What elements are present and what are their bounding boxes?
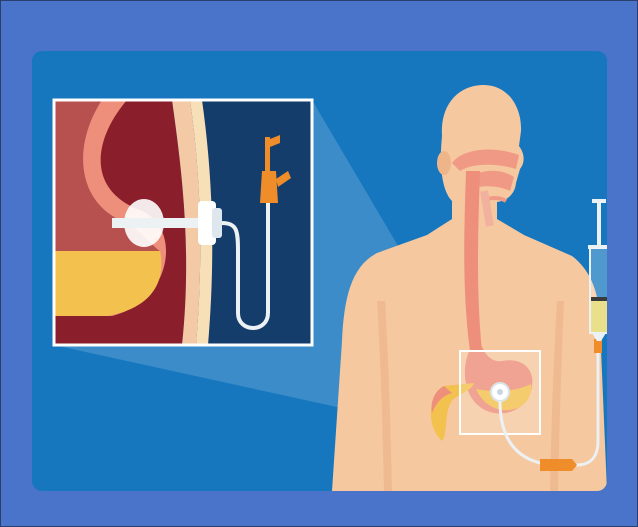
feeding-port-icon — [491, 383, 509, 401]
magnified-inset-icon — [54, 100, 312, 345]
illustration-panel — [32, 51, 607, 491]
g-tube-illustration — [32, 51, 607, 491]
